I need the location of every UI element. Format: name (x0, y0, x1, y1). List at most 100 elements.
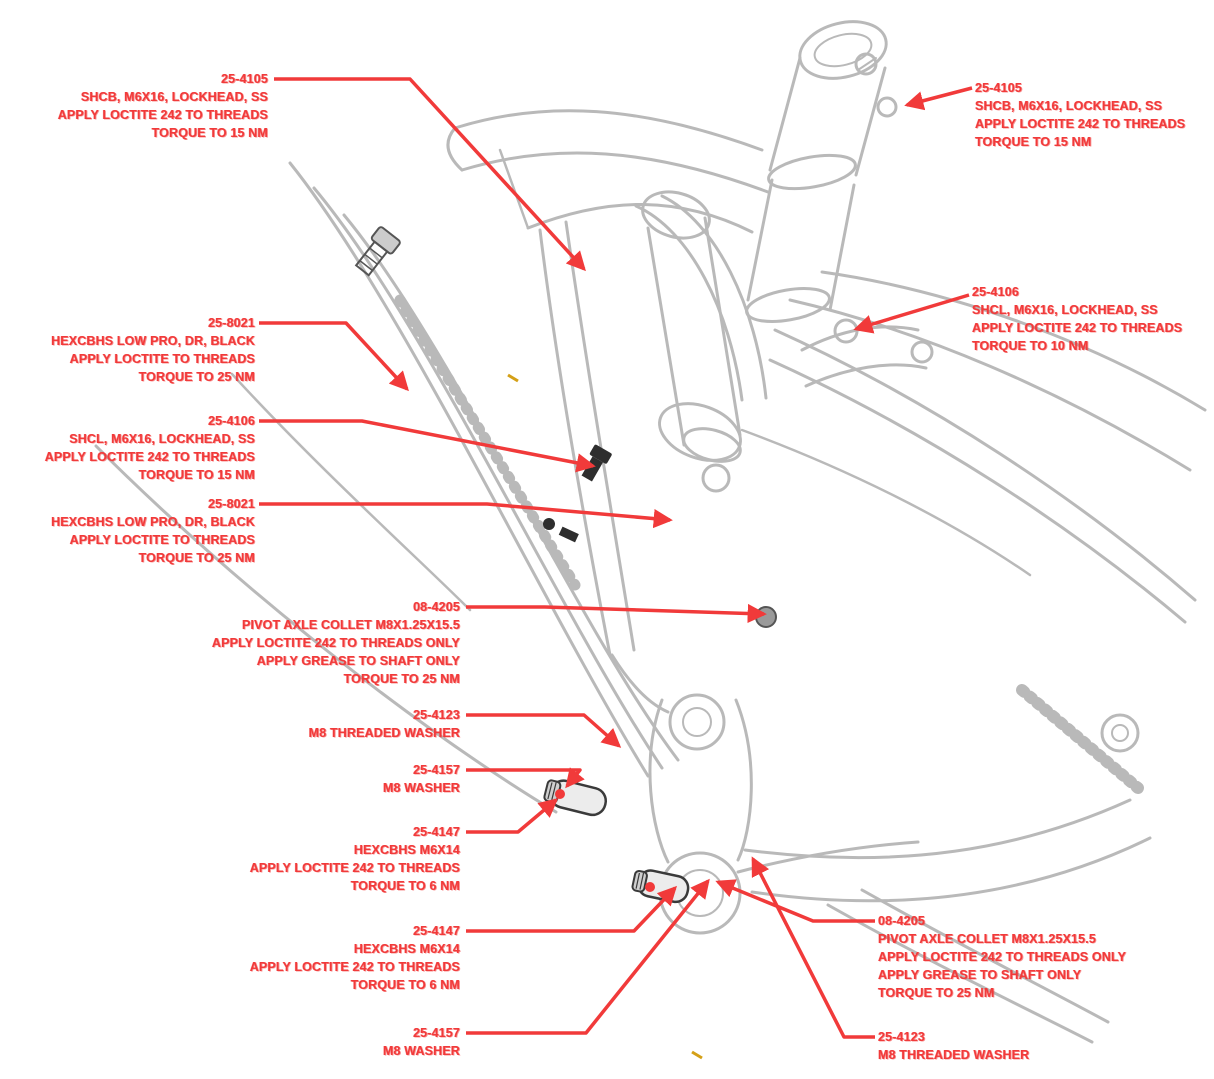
instruction: APPLY LOCTITE 242 TO THREADS (249, 960, 460, 974)
instruction: APPLY LOCTITE 242 TO THREADS (57, 108, 268, 122)
red-marker-dot (645, 882, 655, 892)
small-fastener-icon (543, 518, 555, 530)
part-label-seatstay-ring-bolt: 25-4105 SHCB, M6X16, LOCKHEAD, SS APPLY … (975, 79, 1185, 151)
yellow-mark (691, 1050, 703, 1060)
shock-hardware-barrel-icon (631, 869, 690, 904)
instruction: APPLY GREASE TO SHAFT ONLY (256, 654, 460, 668)
stem-clamp-bolt-icon (854, 52, 878, 76)
main-pivot-bolt-icon (755, 606, 777, 628)
downtube-rib-texture (394, 294, 581, 591)
part-label-chainstay-threaded-washer: 25-4123 M8 THREADED WASHER (878, 1028, 1029, 1064)
frame-line-art (94, 20, 1207, 1044)
part-label-downtube-bolt-upper: 25-8021 HEXCBHS LOW PRO, DR, BLACK APPLY… (51, 314, 255, 386)
torque-spec: TORQUE TO 25 NM (878, 986, 995, 1000)
leader-arrow (751, 856, 875, 1039)
instruction: APPLY LOCTITE TO THREADS (69, 352, 255, 366)
rear-triangle-lines (740, 270, 1207, 1044)
part-number: 25-8021 (208, 497, 255, 511)
dropout-ring (1100, 713, 1140, 753)
part-number: 25-4105 (975, 81, 1022, 95)
part-label-shock-threaded-washer: 25-4123 M8 THREADED WASHER (309, 706, 460, 742)
part-desc: PIVOT AXLE COLLET M8X1.25X15.5 (878, 932, 1096, 946)
torque-spec: TORQUE TO 25 NM (343, 672, 460, 686)
seatstay-ring-icon (876, 96, 898, 118)
leader-arrow (259, 502, 673, 529)
part-number: 25-4105 (221, 72, 268, 86)
torque-spec: TORQUE TO 10 NM (972, 339, 1089, 353)
head-tube-mass-arcs (634, 194, 768, 462)
part-desc: SHCL, M6X16, LOCKHEAD, SS (972, 303, 1158, 317)
leader-arrow (715, 879, 875, 923)
part-desc: M8 WASHER (382, 781, 460, 795)
leader-arrow (259, 321, 409, 392)
part-number: 25-4157 (413, 1026, 460, 1040)
part-desc: HEXCBHS M6X14 (353, 942, 460, 956)
torque-spec: TORQUE TO 15 NM (138, 468, 255, 482)
yellow-mark (507, 373, 519, 383)
torque-spec: TORQUE TO 25 NM (138, 370, 255, 384)
part-label-shock-washer: 25-4157 M8 WASHER (383, 761, 460, 797)
part-desc: HEXCBHS LOW PRO, DR, BLACK (51, 515, 255, 529)
torque-spec: TORQUE TO 15 NM (151, 126, 268, 140)
part-desc: SHCB, M6X16, LOCKHEAD, SS (975, 99, 1163, 113)
instruction: APPLY LOCTITE 242 TO THREADS ONLY (878, 950, 1127, 964)
leader-arrow (466, 603, 767, 624)
upper-linkage-cluster (800, 96, 934, 388)
torque-spec: TORQUE TO 15 NM (975, 135, 1092, 149)
part-number: 25-4147 (413, 825, 460, 839)
red-marker-dot (555, 789, 565, 799)
part-number: 08-4205 (413, 600, 460, 614)
part-number: 25-8021 (208, 316, 255, 330)
leader-arrow (466, 878, 710, 1035)
stem-steerer-assembly (745, 20, 888, 323)
small-fastener-icon (558, 526, 579, 543)
part-desc: PIVOT AXLE COLLET M8X1.25X15.5 (242, 618, 460, 632)
part-number: 25-4106 (208, 414, 255, 428)
part-label-seat-tube-bolt: 25-8021 HEXCBHS LOW PRO, DR, BLACK APPLY… (51, 495, 255, 567)
seat-tube-and-shock (538, 190, 742, 714)
instruction: APPLY LOCTITE 242 TO THREADS (972, 321, 1183, 335)
leader-arrow (466, 767, 585, 789)
part-number: 25-4147 (413, 924, 460, 938)
part-number: 25-4157 (413, 763, 460, 777)
bb-pivot-cluster (648, 606, 920, 935)
part-number: 25-4106 (972, 285, 1019, 299)
instruction: APPLY GREASE TO SHAFT ONLY (878, 968, 1082, 982)
torque-spec: TORQUE TO 6 NM (350, 879, 460, 893)
part-label-linkage-ring-bolt: 25-4106 SHCL, M6X16, LOCKHEAD, SS APPLY … (972, 283, 1182, 355)
shock-lower-eyelet (701, 463, 731, 493)
part-label-chainstay-pivot-collet: 08-4205 PIVOT AXLE COLLET M8X1.25X15.5 A… (878, 912, 1126, 1002)
part-desc: SHCB, M6X16, LOCKHEAD, SS (80, 90, 268, 104)
leader-arrows (259, 77, 973, 1039)
part-label-downtube-bolt-lower: 25-4106 SHCL, M6X16, LOCKHEAD, SS APPLY … (45, 412, 255, 484)
torque-spec: TORQUE TO 6 NM (350, 978, 460, 992)
part-desc: SHCL, M6X16, LOCKHEAD, SS (69, 432, 255, 446)
leader-arrow (904, 86, 973, 111)
leader-arrow (466, 798, 559, 834)
part-label-main-pivot-collet: 08-4205 PIVOT AXLE COLLET M8X1.25X15.5 A… (212, 598, 460, 688)
shock-upper-cap (641, 190, 711, 240)
leader-arrow (274, 77, 586, 272)
instruction: APPLY LOCTITE 242 TO THREADS (975, 117, 1186, 131)
part-desc: M8 WASHER (382, 1044, 460, 1058)
part-number: 08-4205 (878, 914, 925, 928)
part-label-lower-washer: 25-4157 M8 WASHER (383, 1024, 460, 1060)
part-number: 25-4123 (413, 708, 460, 722)
part-number: 25-4123 (878, 1030, 925, 1044)
leader-arrow (466, 885, 677, 933)
dropout-teeth-texture (1016, 684, 1144, 794)
part-desc: M8 THREADED WASHER (308, 726, 460, 740)
leader-arrow (466, 713, 622, 748)
leader-arrow (259, 419, 596, 473)
part-desc: HEXCBHS M6X14 (353, 843, 460, 857)
instruction: APPLY LOCTITE 242 TO THREADS (44, 450, 255, 464)
part-desc: HEXCBHS LOW PRO, DR, BLACK (51, 334, 255, 348)
torque-spec: TORQUE TO 25 NM (138, 551, 255, 565)
hex-bolt-icon (354, 226, 401, 277)
part-label-top-tube-bolt: 25-4105 SHCB, M6X16, LOCKHEAD, SS APPLY … (58, 70, 268, 142)
part-label-shock-bolt-upper: 25-4147 HEXCBHS M6X14 APPLY LOCTITE 242 … (250, 823, 460, 895)
leader-arrow (853, 293, 970, 334)
part-label-shock-bolt-lower: 25-4147 HEXCBHS M6X14 APPLY LOCTITE 242 … (250, 922, 460, 994)
